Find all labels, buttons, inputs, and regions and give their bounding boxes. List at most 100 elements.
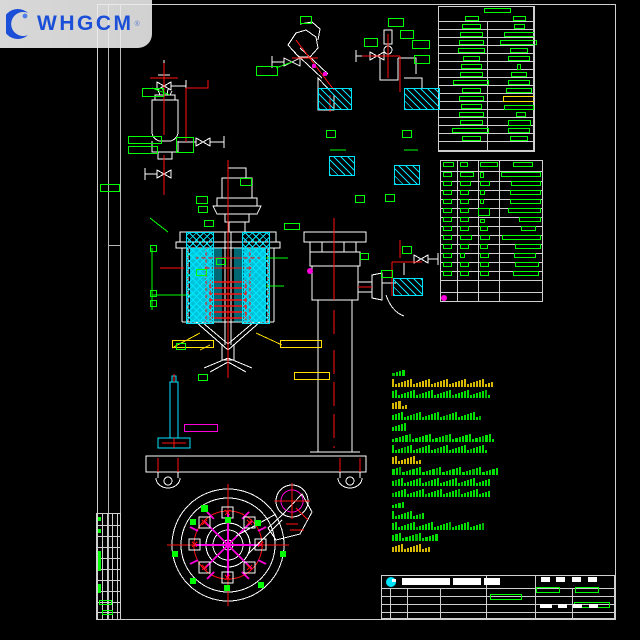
registered-trademark-mark: ®	[134, 20, 140, 28]
schedule-cell	[508, 80, 530, 85]
schedule-cell	[461, 104, 482, 109]
callout-box	[412, 40, 430, 49]
callout-box	[128, 146, 158, 154]
bom-cell	[460, 217, 469, 222]
schedule-cell	[506, 88, 532, 93]
drawing-name-cell	[490, 594, 522, 600]
schedule-cell	[511, 72, 527, 77]
drawing-title-block[interactable]	[381, 575, 615, 619]
bom-cell	[460, 162, 468, 167]
bom-cell	[460, 208, 469, 213]
callout-box	[284, 223, 300, 230]
schedule-cell	[458, 48, 485, 53]
plan-detail-bubble	[235, 484, 313, 555]
bom-cell	[480, 262, 489, 267]
schedule-cell	[462, 136, 481, 141]
bom-cell	[480, 181, 490, 186]
schedule-cell	[514, 24, 525, 29]
callout-box	[381, 270, 393, 278]
sheet-border-left	[97, 4, 98, 620]
schedule-cell	[517, 64, 521, 70]
tag-dot	[322, 71, 328, 77]
callout-box	[385, 194, 395, 202]
bom-cell	[501, 172, 541, 177]
bom-cell	[480, 162, 498, 167]
callout-box	[198, 206, 208, 213]
callout-box-yellow	[280, 340, 322, 348]
revision-entry-glyph	[98, 517, 101, 521]
callout-box-yellow	[294, 372, 330, 380]
note-line	[392, 456, 421, 464]
bom-cell	[460, 235, 472, 240]
callout-box	[204, 220, 214, 227]
bom-cell	[443, 244, 452, 249]
approval-mark	[573, 604, 582, 608]
bom-cell	[460, 253, 465, 258]
bom-cell	[515, 262, 539, 267]
sheet-number-cell	[575, 587, 599, 593]
bom-cell	[460, 172, 474, 177]
valve-detail-upper-left	[144, 60, 225, 192]
bom-cell	[443, 235, 452, 240]
callout-dot	[190, 578, 196, 584]
schedule-cell	[459, 40, 484, 45]
nozzle-schedule-table[interactable]	[438, 6, 534, 151]
bom-cell	[510, 190, 541, 195]
sheet-border-right	[615, 4, 616, 620]
agitator-shaft	[224, 232, 232, 345]
callout-box	[150, 290, 157, 297]
schedule-cell	[463, 56, 480, 61]
brand-name: WHGCM	[37, 12, 134, 35]
bom-cell	[443, 253, 452, 258]
tag-dot	[307, 268, 313, 274]
callout-box	[355, 195, 365, 203]
note-line	[392, 434, 494, 442]
callout-box	[400, 30, 414, 39]
schedule-cell	[459, 112, 484, 117]
bom-cell	[515, 244, 541, 249]
cyan-disc-logo-icon	[386, 577, 396, 587]
schedule-header-cell	[484, 8, 511, 13]
revision-entry-glyph	[102, 610, 113, 615]
crescent-logo-icon	[6, 9, 36, 39]
callout-box	[326, 130, 336, 138]
note-line	[392, 412, 481, 420]
approval-mark	[572, 577, 581, 582]
technical-notes-block[interactable]	[392, 368, 532, 558]
note-line	[392, 544, 430, 552]
schedule-cell	[508, 56, 530, 61]
callout-dot	[224, 585, 230, 591]
callout-box	[360, 253, 369, 260]
schedule-cell	[504, 32, 535, 37]
agitator-drive-motor	[212, 167, 262, 233]
callout-box	[198, 374, 208, 381]
schedule-cell	[465, 16, 479, 21]
detail-base-block	[318, 88, 352, 110]
detail-base-block	[393, 278, 423, 296]
bom-cell	[480, 190, 485, 195]
callout-box	[256, 66, 278, 76]
bom-cell	[480, 199, 484, 204]
callout-dot	[280, 551, 286, 557]
bom-cell	[480, 271, 489, 276]
note-line	[392, 467, 498, 475]
revision-entry-glyph	[98, 529, 101, 533]
schedule-cell	[508, 120, 531, 126]
schedule-cell	[459, 96, 484, 101]
company-name-banner-3	[484, 578, 500, 585]
bom-cell	[443, 190, 452, 195]
callout-box	[150, 300, 157, 307]
detail-base-block	[404, 88, 440, 110]
bill-of-materials-table[interactable]	[440, 160, 543, 302]
schedule-cell	[462, 24, 481, 29]
approval-mark	[540, 604, 552, 608]
revision-entry-glyph	[98, 551, 101, 571]
bom-cell	[480, 226, 488, 231]
left-margin-revision-table[interactable]	[96, 513, 121, 620]
bom-cell	[460, 181, 471, 186]
thermowell-detail	[157, 375, 191, 449]
callout-box	[196, 196, 208, 204]
callout-dot	[190, 519, 196, 525]
approval-mark	[541, 577, 550, 582]
